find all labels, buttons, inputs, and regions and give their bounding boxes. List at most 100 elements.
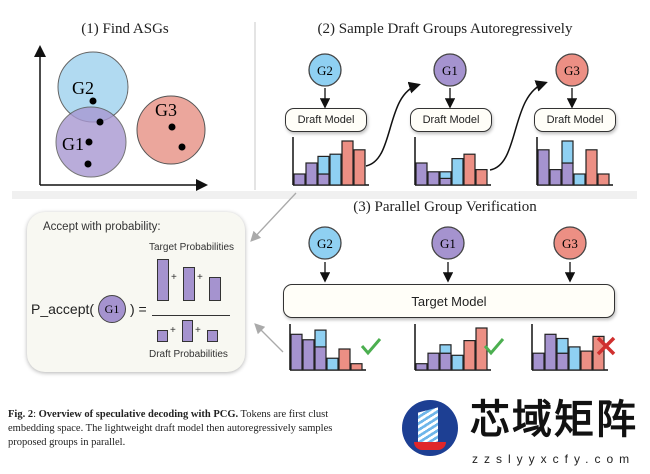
target-histogram-bar	[302, 339, 315, 371]
caption-line2: embedding space. The lightweight draft m…	[8, 423, 333, 434]
draft-model-box-2: Draft Model	[410, 108, 492, 132]
group-node-g3	[553, 226, 587, 260]
plus-sign: +	[195, 325, 201, 336]
draft-histogram-bar	[561, 140, 574, 164]
group-node-label: G1	[440, 236, 456, 251]
section-divider	[12, 191, 637, 199]
draft-histogram-bar	[353, 149, 366, 186]
panel3-title: (3) Parallel Group Verification	[353, 199, 537, 215]
autoregressive-arrow	[365, 81, 421, 167]
group-node-label: G2	[317, 236, 333, 251]
target-histogram-bar	[475, 327, 488, 371]
formula-rhs: ) =	[130, 301, 147, 317]
draft-histogram-bar	[415, 162, 428, 186]
check-icon	[483, 338, 505, 356]
draft-model-box-1: Draft Model	[285, 108, 367, 132]
numerator-bar-2	[183, 267, 195, 301]
target-histogram-bar	[463, 340, 476, 371]
label-g2: G2	[72, 78, 94, 98]
target-histogram-bar	[532, 352, 545, 371]
group-node-g2	[308, 226, 342, 260]
fraction-bar	[152, 315, 230, 316]
autoregressive-arrow	[489, 80, 548, 171]
draft-model-box-3: Draft Model	[534, 108, 616, 132]
numerator-label: Target Probabilities	[149, 242, 235, 253]
target-histogram-bar	[415, 363, 428, 371]
group-node-label: G3	[562, 236, 578, 251]
draft-histogram-bar	[341, 140, 354, 186]
target-model-box: Target Model	[283, 284, 615, 318]
draft-histogram-bar	[439, 171, 452, 180]
caption-line1: Tokens are first clust	[238, 409, 329, 420]
numerator-bar-3	[209, 277, 221, 301]
acceptance-formula-panel: Accept with probability: Target Probabil…	[27, 212, 245, 372]
group-node-label: G2	[317, 63, 333, 78]
draft-histogram-bar	[585, 149, 598, 186]
denominator-bar-1	[157, 330, 168, 342]
draft-histogram-bar	[537, 149, 550, 186]
target-histogram-bar	[338, 348, 351, 371]
target-histogram-bar	[314, 329, 327, 348]
draft-histogram-bar	[573, 173, 586, 186]
draft-histogram-bar	[463, 153, 476, 186]
caption-line3: proposed groups in parallel.	[8, 437, 126, 448]
group-node-label: G3	[564, 63, 580, 78]
draft-histogram-bar	[305, 162, 318, 186]
target-histogram-bar	[439, 352, 452, 371]
draft-histogram-bar	[597, 173, 610, 186]
target-histogram-bar	[451, 354, 464, 371]
group-node-g1: G1	[98, 295, 126, 323]
plus-sign: +	[197, 272, 203, 283]
connector-arrow	[254, 323, 284, 353]
draft-histogram-bar	[317, 155, 330, 175]
denominator-bar-2	[182, 320, 193, 342]
draft-histogram-bar	[427, 171, 440, 186]
caption-title: Overview of speculative decoding with PC…	[38, 409, 239, 420]
caption-label: Fig. 2	[8, 409, 34, 420]
draft-histogram-bar	[549, 169, 562, 186]
cross-icon	[596, 336, 616, 356]
watermark-text: 芯域矩阵	[470, 397, 638, 443]
target-histogram-bar	[314, 346, 327, 371]
panel2-title: (2) Sample Draft Groups Autoregressively	[317, 21, 573, 37]
group-node-g3	[555, 53, 589, 87]
group-node-g1	[433, 53, 467, 87]
target-histogram-bar	[290, 333, 303, 371]
watermark-url: zzslyyxcfy.com	[472, 452, 636, 466]
plus-sign: +	[171, 272, 177, 283]
target-histogram-bar	[427, 352, 440, 371]
group-node-label: G1	[442, 63, 458, 78]
target-histogram-bar	[326, 357, 339, 371]
target-histogram-bar	[544, 333, 557, 371]
formula-lhs: P_accept(	[31, 301, 95, 317]
denominator-label: Draft Probabilities	[149, 349, 228, 360]
label-g1: G1	[62, 134, 84, 154]
group-node-g1	[431, 226, 465, 260]
draft-histogram-bar	[561, 162, 574, 186]
formula-heading: Accept with probability:	[43, 221, 161, 233]
target-histogram-bar	[556, 352, 569, 371]
target-histogram-bar	[350, 363, 363, 371]
watermark-logo-icon	[402, 400, 458, 456]
target-histogram-bar	[580, 350, 593, 371]
panel1-title: (1) Find ASGs	[81, 21, 169, 37]
label-g3: G3	[155, 100, 177, 120]
draft-histogram-bar	[293, 173, 306, 186]
target-histogram-bar	[568, 346, 581, 371]
draft-histogram-bar	[451, 158, 464, 186]
draft-histogram-bar	[439, 177, 452, 186]
check-icon	[360, 338, 382, 356]
group-node-g2	[308, 53, 342, 87]
draft-histogram-bar	[317, 173, 330, 186]
draft-histogram-bar	[329, 153, 342, 186]
denominator-bar-3	[207, 330, 218, 342]
target-histogram-bar	[439, 344, 452, 354]
draft-histogram-bar	[475, 169, 488, 186]
figure-caption: Fig. 2: Overview of speculative decoding…	[8, 409, 333, 448]
numerator-bar-1	[157, 259, 169, 301]
target-histogram-bar	[556, 337, 569, 354]
connector-arrow	[250, 192, 297, 242]
plus-sign: +	[170, 325, 176, 336]
